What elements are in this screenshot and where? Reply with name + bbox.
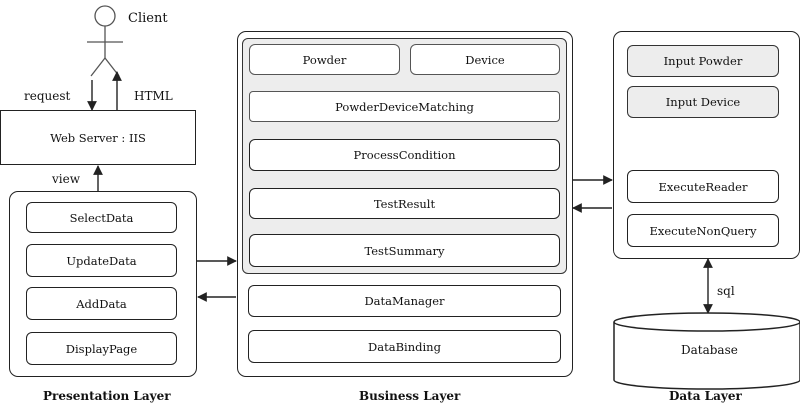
- view-label: view: [52, 172, 80, 186]
- input-powder-box: Input Powder: [627, 45, 779, 77]
- database-cylinder-icon: [613, 312, 800, 390]
- execute-nonquery-box: ExecuteNonQuery: [627, 214, 779, 247]
- select-data-label: SelectData: [69, 210, 134, 225]
- request-label: request: [24, 89, 71, 103]
- input-device-box: Input Device: [627, 86, 779, 118]
- web-server-label: Web Server : IIS: [50, 130, 146, 145]
- device-label: Device: [465, 52, 505, 67]
- test-summary-box: TestSummary: [249, 234, 560, 267]
- data-binding-label: DataBinding: [368, 339, 441, 354]
- select-data-box: SelectData: [26, 202, 177, 233]
- add-data-box: AddData: [26, 287, 177, 320]
- data-manager-box: DataManager: [248, 285, 561, 317]
- execute-reader-box: ExecuteReader: [627, 170, 779, 203]
- add-data-label: AddData: [76, 296, 127, 311]
- device-box: Device: [410, 44, 560, 75]
- powder-label: Powder: [302, 52, 347, 67]
- input-powder-label: Input Powder: [663, 54, 743, 68]
- process-condition-label: ProcessCondition: [353, 148, 456, 162]
- powder-device-matching-label: PowderDeviceMatching: [335, 99, 474, 114]
- presentation-layer-title: Presentation Layer: [43, 389, 171, 403]
- data-layer-title: Data Layer: [669, 389, 742, 403]
- test-result-label: TestResult: [373, 196, 436, 211]
- test-result-box: TestResult: [249, 188, 560, 219]
- test-summary-label: TestSummary: [364, 243, 445, 258]
- update-data-box: UpdateData: [26, 244, 177, 277]
- display-page-label: DisplayPage: [65, 341, 138, 356]
- execute-nonquery-label: ExecuteNonQuery: [649, 223, 757, 238]
- update-data-label: UpdateData: [66, 253, 137, 268]
- process-condition-box: ProcessCondition: [249, 139, 560, 171]
- client-stick-figure-icon: [87, 5, 123, 77]
- sql-label: sql: [717, 284, 735, 298]
- display-page-box: DisplayPage: [26, 332, 177, 365]
- business-layer-title: Business Layer: [359, 389, 461, 403]
- data-manager-label: DataManager: [364, 294, 445, 308]
- powder-device-matching-box: PowderDeviceMatching: [249, 91, 560, 122]
- database-label: Database: [681, 343, 738, 357]
- web-server-box: Web Server : IIS: [0, 110, 196, 165]
- client-label: Client: [128, 11, 168, 26]
- powder-box: Powder: [249, 44, 400, 75]
- execute-reader-label: ExecuteReader: [658, 179, 748, 194]
- html-label: HTML: [134, 89, 173, 103]
- data-binding-box: DataBinding: [248, 330, 561, 363]
- input-device-label: Input Device: [665, 95, 741, 109]
